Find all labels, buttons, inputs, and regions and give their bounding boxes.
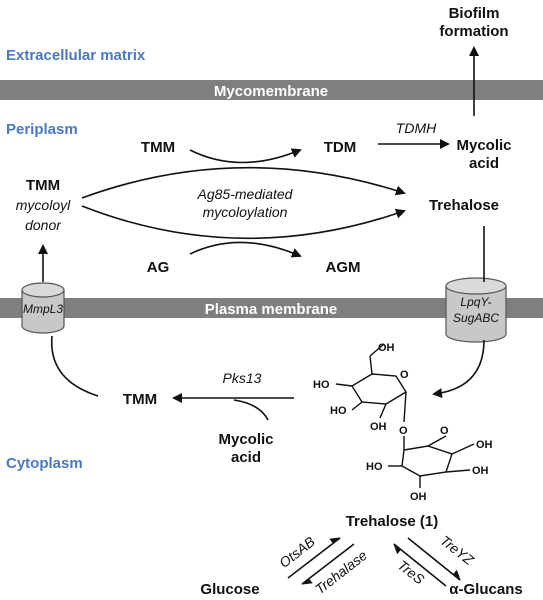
region-periplasm-label: Periplasm [6,121,78,138]
bond-glycosidic-1 [403,391,407,423]
trehalose-1-text: Trehalose ( [346,513,425,530]
chem-oh-right: OH [476,439,493,451]
trehalose-1-label: Trehalose (1) [346,513,439,530]
arrow-otsab [287,537,341,579]
arrow-ag85-lower [81,205,406,240]
curve-mycolic-into-pks13 [233,399,269,421]
plasma-membrane-bar [0,298,543,318]
tdm-label: TDM [324,139,357,156]
tres-label: TreS [395,557,428,588]
ag-label: AG [147,259,170,276]
mmpl3-transporter: MmpL3 [21,282,65,334]
cytoplasm-mycolic-line2: acid [231,449,261,466]
biofilm-label-line2: formation [439,23,508,40]
lpqy-label-line2: SugABC [453,311,499,325]
bond-lower-oh-r [445,469,471,473]
chem-o-glycosidic: O [399,425,408,437]
arrow-tmm-to-tdm [189,148,302,164]
chem-ho-lower-left: HO [330,405,347,417]
glucose-label: Glucose [200,581,259,598]
arrow-ag-to-agm [189,241,302,258]
chem-ho-lower: HO [366,461,383,473]
bond-lower-ring-o [427,435,447,447]
mmpl3-label: MmpL3 [23,302,63,316]
lpqy-label-line1: LpqY- [460,295,491,309]
region-extracellular-label: Extracellular matrix [6,47,146,64]
periplasm-trehalose-label: Trehalose [429,197,499,214]
bond-oh-3 [379,403,387,419]
arrow-transporter-to-trehalose [432,339,485,399]
cytoplasm-tmm-label: TMM [123,391,157,408]
chem-o-ring-upper: O [400,369,409,381]
glucans-label: α-Glucans [449,581,522,598]
chem-oh-top: OH [378,342,395,354]
chem-oh-lower-right: OH [472,465,489,477]
arrow-trehalase [301,543,355,585]
lower-glucose-ring [401,445,453,477]
chem-o-ring-lower: O [440,425,449,437]
biofilm-label-line1: Biofilm [449,5,500,22]
bond-ho-1 [335,383,353,387]
treyz-label: TreYZ [437,532,477,568]
bond-lower-ch2 [451,443,475,455]
plasma-membrane-label: Plasma membrane [205,301,338,318]
trehalose-structure [335,343,475,488]
trehalose-1-close: ) [433,513,438,530]
donor-label-line2: mycoloyl [16,197,71,213]
cytoplasm-mycolic-line1: Mycolic [218,431,273,448]
region-cytoplasm-label: Cytoplasm [6,455,83,472]
arrow-treyz [407,537,461,581]
arrow-tres [393,543,447,587]
mycomembrane-label: Mycomembrane [214,83,328,100]
chem-oh-bottom: OH [410,491,427,503]
mycomembrane-bar [0,80,543,100]
arrow-ag85-upper [81,166,406,199]
tmm-top-label: TMM [141,139,175,156]
otsab-label: OtsAB [276,533,318,571]
chem-ho-left: HO [313,379,330,391]
bond-ch2 [369,355,373,375]
bond-ch2oh [369,343,385,357]
trehalose-1-number: 1 [425,513,433,530]
curve-tmm-to-mmpl3 [50,335,99,397]
agm-label: AGM [326,259,361,276]
upper-glucose-ring [351,373,407,405]
periplasm-mycolic-line2: acid [469,155,499,172]
bond-ho-2 [351,401,363,411]
ag85-label-line1: Ag85-mediated [197,186,294,202]
donor-label-line3: donor [25,217,62,233]
periplasm-mycolic-line1: Mycolic [456,137,511,154]
lpqy-sugabc-transporter: LpqY- SugABC [445,277,507,343]
pks13-label: Pks13 [223,370,262,386]
donor-label-line1: TMM [26,177,60,194]
chem-oh-mid: OH [370,421,387,433]
ag85-label-line2: mycoloylation [203,204,288,220]
tdmh-label: TDMH [396,120,437,136]
